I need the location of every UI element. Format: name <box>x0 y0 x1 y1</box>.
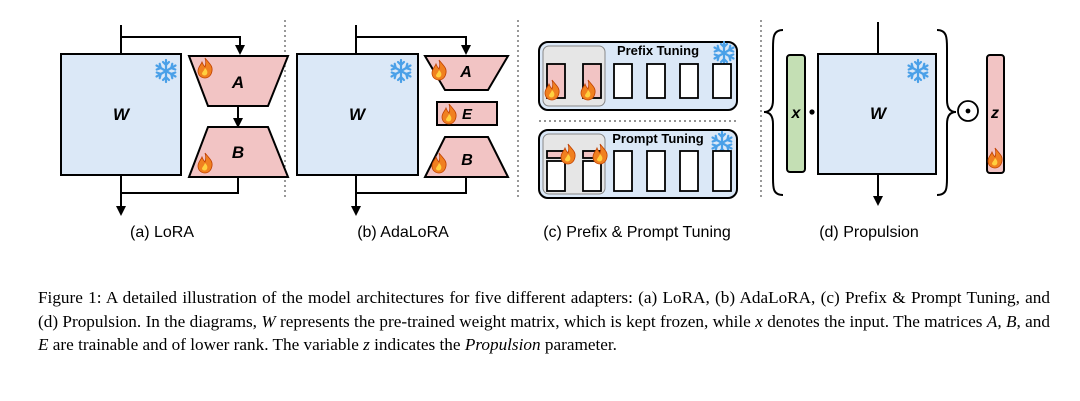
caption-prefix-prompt: (c) Prefix & Prompt Tuning <box>543 224 731 241</box>
caption-propulsion-term: Propulsion <box>464 335 541 354</box>
caption-var-e: E <box>38 335 49 354</box>
figure-caption: Figure 1: A detailed illustration of the… <box>38 286 1050 357</box>
w-label: W <box>349 105 367 124</box>
input-vector-x <box>786 54 806 173</box>
caption-text: , <box>997 311 1006 331</box>
adalora-panel: W A E B (b) AdaLoRA <box>296 25 510 241</box>
caption-var-b: B <box>1006 311 1017 331</box>
a-label: A <box>459 64 472 81</box>
matrix-b <box>187 126 290 178</box>
right-brace <box>936 29 957 196</box>
caption-text: , and <box>1016 311 1051 331</box>
a-label: A <box>231 73 244 92</box>
caption-text: indicates the <box>369 335 465 354</box>
caption-text: Figure 1: A detailed illustration of the… <box>38 288 1050 331</box>
propulsion-vector-z <box>986 54 1005 174</box>
matrix-a <box>187 55 290 107</box>
w-label: W <box>870 104 888 123</box>
z-label: z <box>990 105 999 122</box>
lora-panel: W A B (a) LoRA <box>60 25 290 241</box>
weight-matrix-w <box>296 53 419 176</box>
caption-text: denotes the input. The matrices <box>762 311 987 331</box>
caption-var-x: x <box>755 311 763 331</box>
prompt-tuning-title: Prompt Tuning <box>612 131 704 146</box>
caption-text: represents the pre-trained weight matrix… <box>275 311 756 331</box>
e-label: E <box>462 106 473 123</box>
w-label: W <box>113 105 131 124</box>
propulsion-panel: x W z (d) Propulsion <box>763 22 1005 241</box>
arrow-icon <box>120 25 245 55</box>
caption-text: parameter. <box>540 335 617 354</box>
dot-product <box>809 109 815 115</box>
caption-propulsion: (d) Propulsion <box>819 224 919 241</box>
left-brace <box>763 29 784 196</box>
caption-adalora: (b) AdaLoRA <box>357 224 449 241</box>
b-label: B <box>461 152 473 169</box>
prefix-tuning-title: Prefix Tuning <box>617 43 699 58</box>
x-label: x <box>791 105 802 122</box>
caption-var-a: A <box>986 311 998 331</box>
caption-var-w: W <box>261 311 276 331</box>
caption-lora: (a) LoRA <box>130 224 194 241</box>
prefix-prompt-panel: Prefix Tuning Prompt Tuning <box>538 40 738 241</box>
caption-var-z: z <box>363 335 370 354</box>
arrow-icon <box>355 25 471 55</box>
b-label: B <box>232 143 244 162</box>
caption-text: are trainable and of lower rank. The var… <box>48 335 364 354</box>
figure-diagram: W A B (a) LoRA W A E B (b) AdaLoRA <box>60 20 1005 241</box>
